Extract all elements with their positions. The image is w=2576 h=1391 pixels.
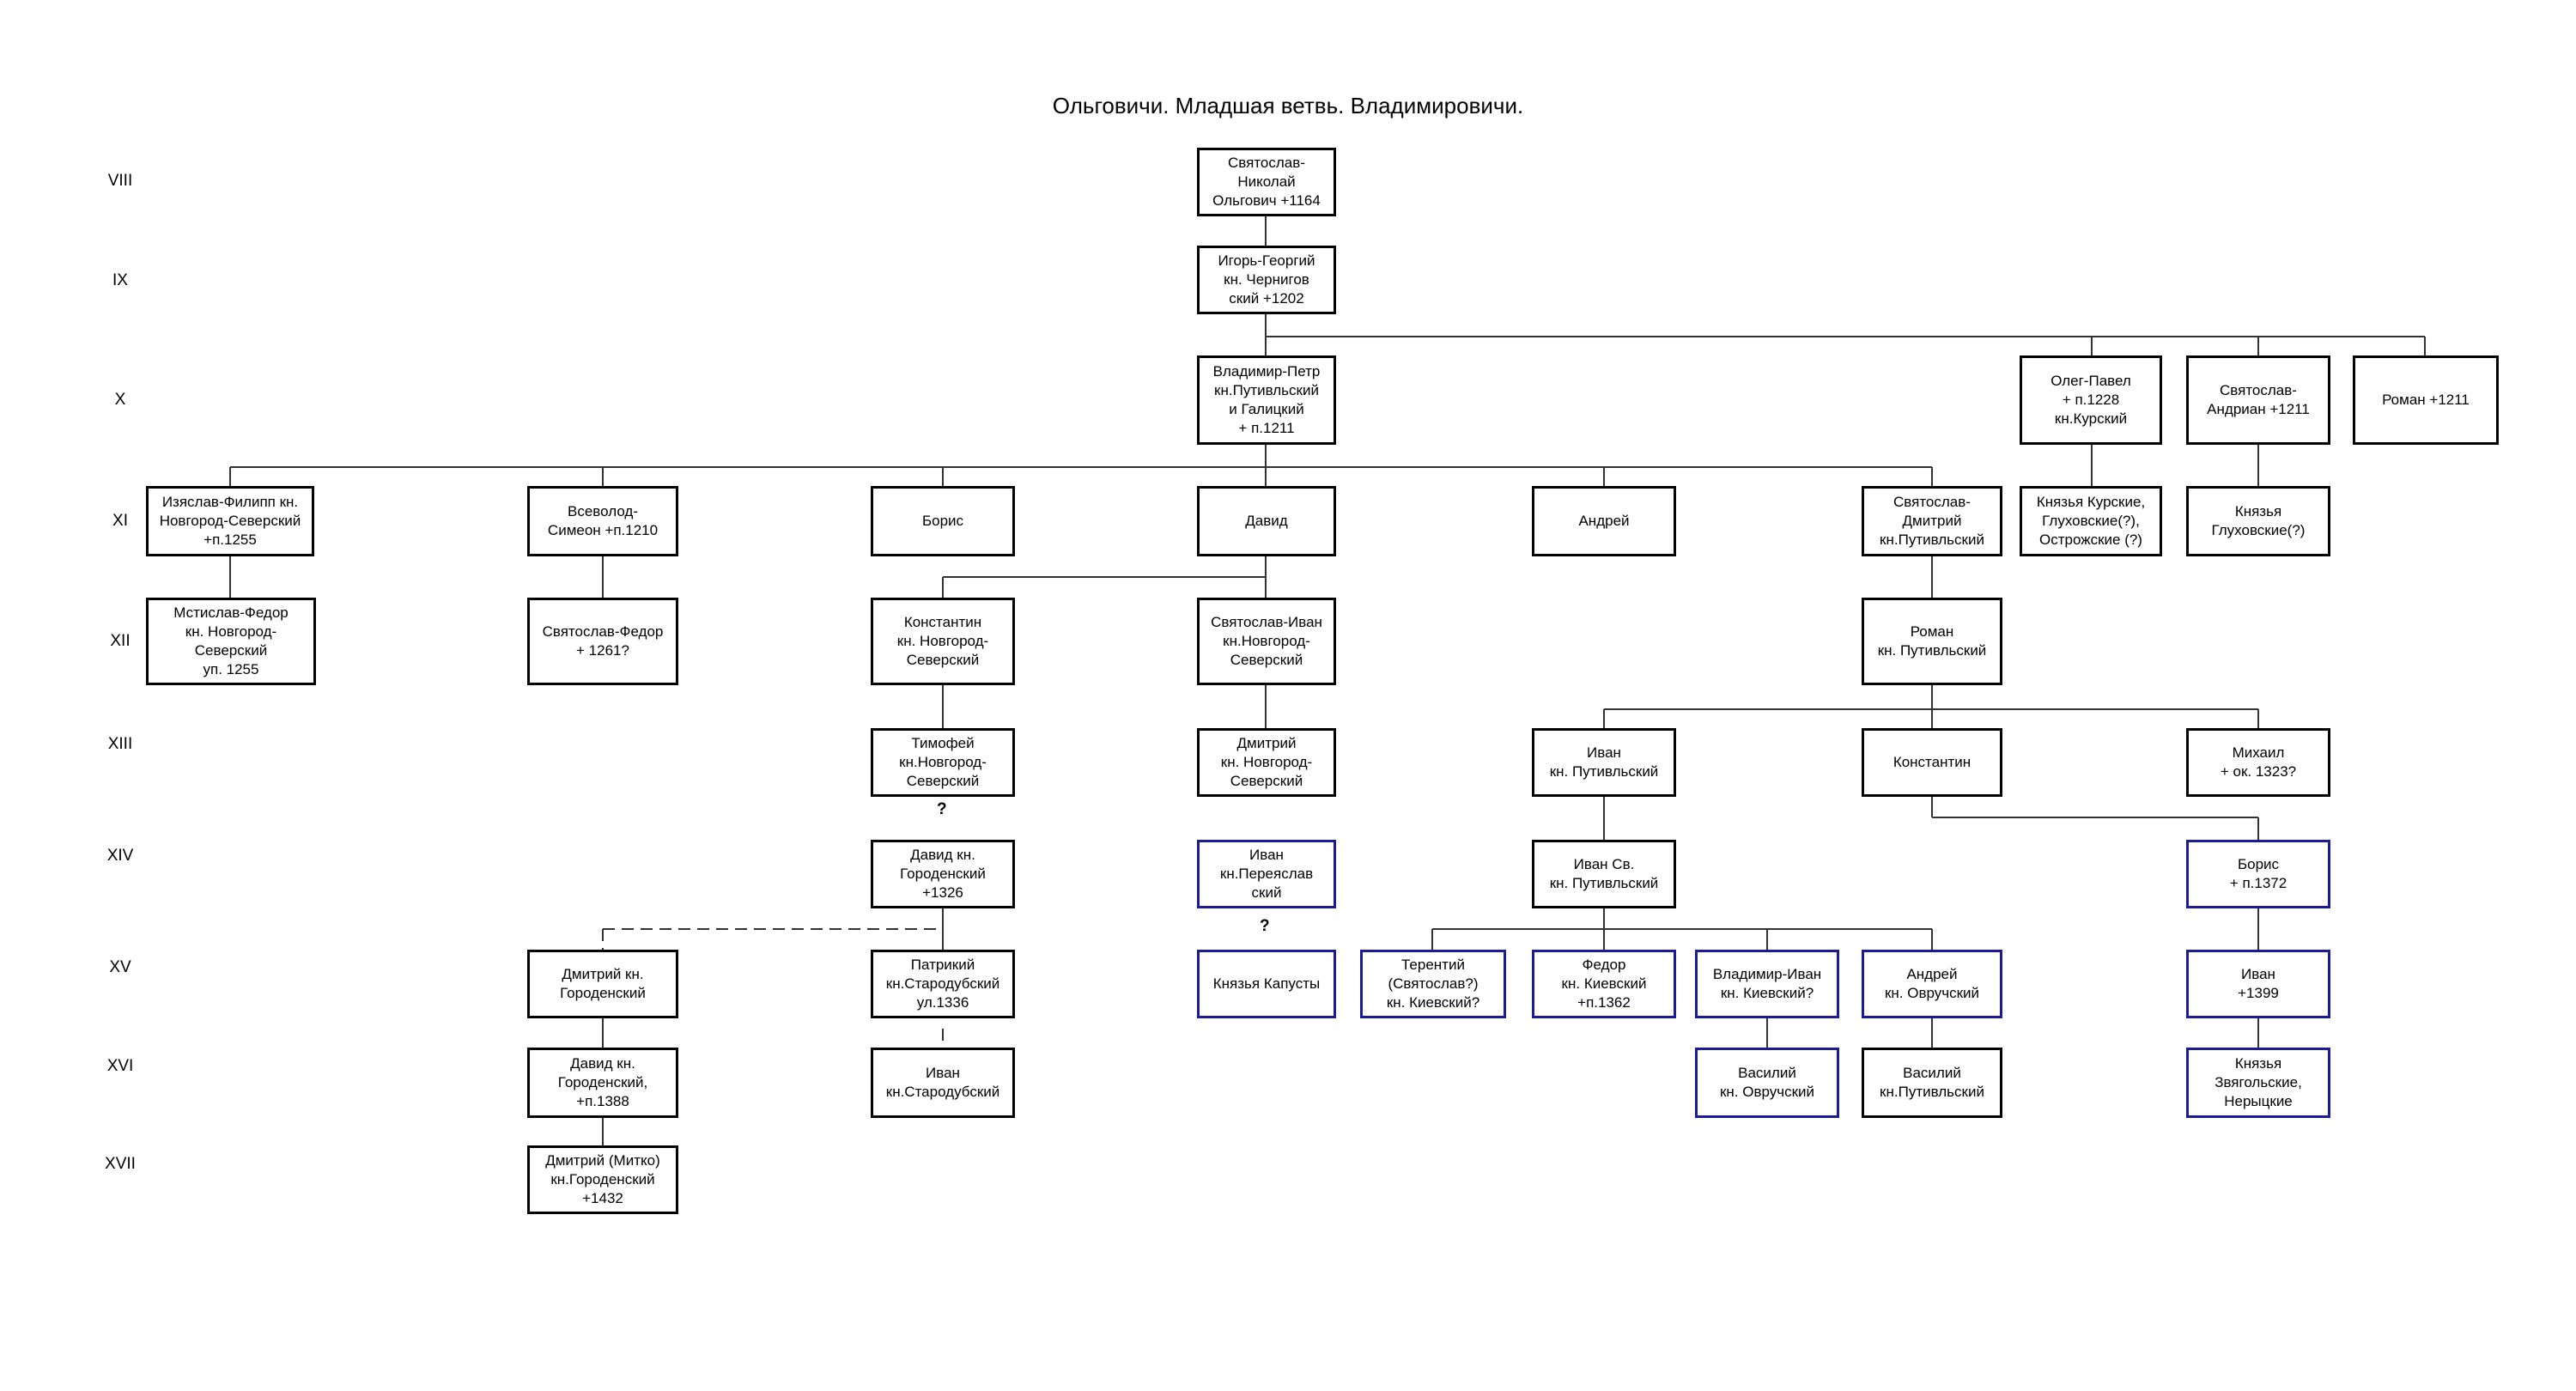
person-node: Изяслав-Филипп кн. Новгород-Северский +п… (146, 486, 314, 556)
generation-label: XII (110, 632, 131, 650)
person-node: Игорь-Георгий кн. Чернигов ский +1202 (1197, 246, 1336, 314)
uncertain-link-mark: ? (937, 800, 947, 818)
person-node: Давид (1197, 486, 1336, 556)
person-node: Дмитрий кн. Новгород- Северский (1197, 728, 1336, 797)
person-node: Андрей (1532, 486, 1676, 556)
person-node: Святослав- Дмитрий кн.Путивльский (1862, 486, 2002, 556)
person-node: Князья Звягольские, Нерыцкие (2186, 1048, 2330, 1118)
generation-label: XIII (107, 735, 133, 753)
person-node: Мстислав-Федор кн. Новгород- Северский у… (146, 598, 316, 685)
person-node: Олег-Павел + п.1228 кн.Курский (2020, 355, 2162, 445)
person-node: Дмитрий кн. Городенский (527, 950, 678, 1018)
generation-label: IX (112, 271, 128, 289)
person-node: Терентий (Святослав?) кн. Киевский? (1360, 950, 1506, 1018)
person-node: Святослав- Николай Ольгович +1164 (1197, 148, 1336, 216)
person-node: Владимир-Иван кн. Киевский? (1695, 950, 1839, 1018)
uncertain-link-mark: ? (1260, 917, 1270, 935)
person-node: Иван кн.Стародубский (871, 1048, 1015, 1118)
person-node: Константин кн. Новгород- Северский (871, 598, 1015, 685)
generation-label: XI (112, 512, 128, 530)
person-node: Князья Глуховские(?) (2186, 486, 2330, 556)
person-node: Иван кн. Путивльский (1532, 728, 1676, 797)
person-node: Борис + п.1372 (2186, 840, 2330, 908)
person-node: Василий кн.Путивльский (1862, 1048, 2002, 1118)
person-node: Федор кн. Киевский +п.1362 (1532, 950, 1676, 1018)
person-node: Константин (1862, 728, 2002, 797)
person-node: Роман +1211 (2353, 355, 2499, 445)
person-node: Андрей кн. Овручский (1862, 950, 2002, 1018)
diagram-title: Ольговичи. Младшая ветвь. Владимировичи. (1052, 93, 1524, 118)
generation-label: X (114, 391, 126, 409)
person-node: Давид кн. Городенский +1326 (871, 840, 1015, 908)
person-node: Дмитрий (Митко) кн.Городенский +1432 (527, 1145, 678, 1214)
person-node: Князья Курские, Глуховские(?), Острожски… (2020, 486, 2162, 556)
person-node: Иван Св. кн. Путивльский (1532, 840, 1676, 908)
generation-label: XV (109, 958, 131, 976)
person-node: Михаил + ок. 1323? (2186, 728, 2330, 797)
person-node: Давид кн. Городенский, +п.1388 (527, 1048, 678, 1118)
person-node: Святослав-Федор + 1261? (527, 598, 678, 685)
generation-label: XVI (106, 1057, 134, 1075)
person-node: Владимир-Петр кн.Путивльский и Галицкий … (1197, 355, 1336, 445)
person-node: Борис (871, 486, 1015, 556)
person-node: Василий кн. Овручский (1695, 1048, 1839, 1118)
person-node: Всеволод- Симеон +п.1210 (527, 486, 678, 556)
person-node: Святослав- Андриан +1211 (2186, 355, 2330, 445)
generation-label: XVII (105, 1155, 136, 1173)
connector-lines (229, 216, 2426, 1145)
person-node: Иван +1399 (2186, 950, 2330, 1018)
person-node: Иван кн.Переяслав ский (1197, 840, 1336, 908)
generation-label: VIII (107, 172, 133, 190)
person-node: Святослав-Иван кн.Новгород- Северский (1197, 598, 1336, 685)
person-node: Роман кн. Путивльский (1862, 598, 2002, 685)
person-node: Князья Капусты (1197, 950, 1336, 1018)
person-node: Патрикий кн.Стародубский ул.1336 (871, 950, 1015, 1018)
generation-label: XIV (106, 847, 134, 865)
person-node: Тимофей кн.Новгород- Северский (871, 728, 1015, 797)
